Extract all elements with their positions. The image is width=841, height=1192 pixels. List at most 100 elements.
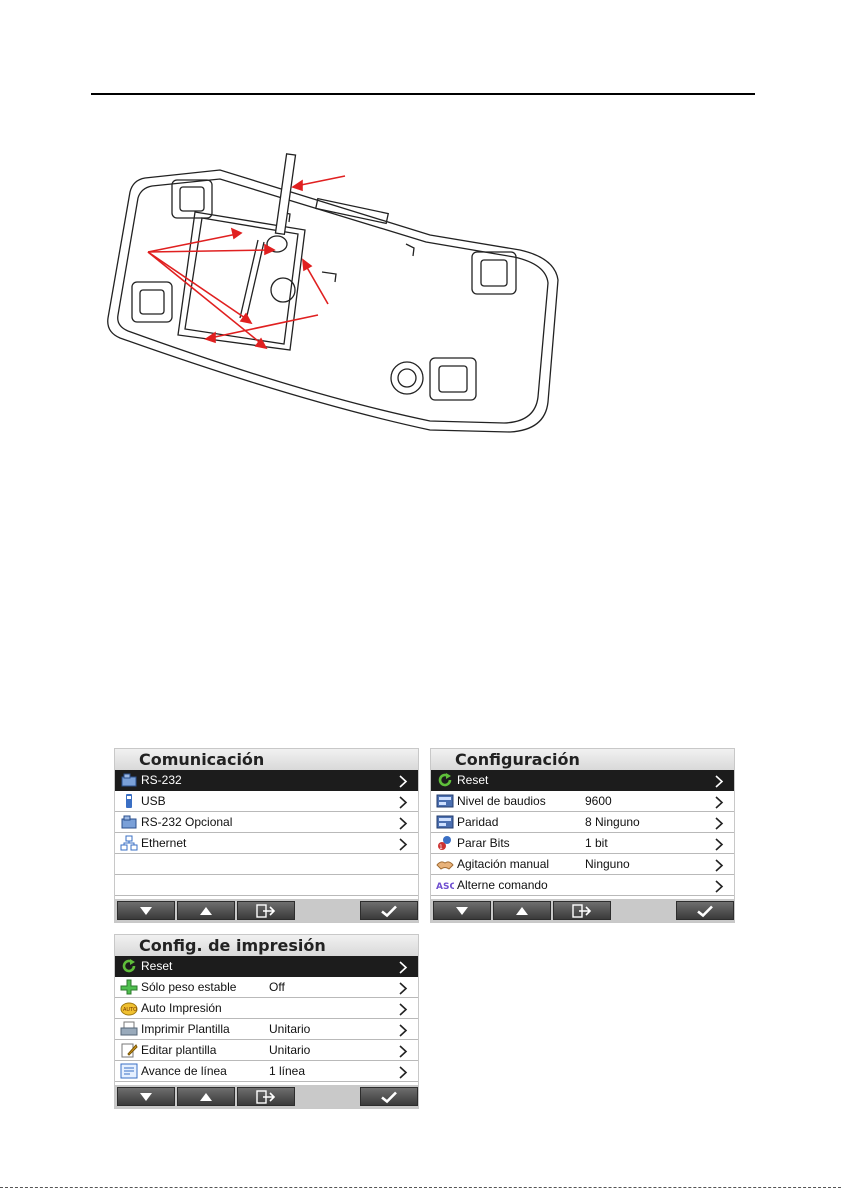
reset-icon: [436, 772, 454, 788]
rs232-optional-icon: [120, 814, 138, 830]
stop-bits-icon: 1: [436, 835, 454, 851]
page-edge-rule: [0, 1187, 841, 1188]
menu-row-label: Imprimir Plantilla: [141, 1022, 230, 1036]
ethernet-icon: [120, 835, 138, 851]
chevron-right-icon[interactable]: [398, 1065, 408, 1079]
menu-row-label: Ethernet: [141, 836, 187, 850]
header-rule: [91, 93, 755, 95]
exit-button[interactable]: [237, 1087, 295, 1106]
menu-row[interactable]: Paridad 8 Ninguno: [431, 812, 734, 833]
chevron-right-icon[interactable]: [398, 960, 408, 974]
arrow-up-button[interactable]: [177, 901, 235, 920]
print-template-icon: [120, 1021, 138, 1037]
chevron-right-icon[interactable]: [398, 795, 408, 809]
exit-icon: [572, 903, 592, 918]
menu-row-label: Alterne comando: [457, 878, 548, 892]
menu-row[interactable]: 1 Parar Bits 1 bit: [431, 833, 734, 854]
confirm-button[interactable]: [360, 901, 418, 920]
check-icon: [381, 1091, 397, 1103]
menu-row[interactable]: Agitación manual Ninguno: [431, 854, 734, 875]
menu-row-label: Agitación manual: [457, 857, 550, 871]
button-bar: [431, 899, 734, 922]
menu-row[interactable]: Ethernet: [115, 833, 418, 854]
menu-row[interactable]: Imprimir Plantilla Unitario: [115, 1019, 418, 1040]
menu-row[interactable]: USB: [115, 791, 418, 812]
check-icon: [697, 905, 713, 917]
reset-icon: [120, 958, 138, 974]
svg-text:1: 1: [439, 844, 443, 851]
svg-text:ASCII: ASCII: [436, 882, 454, 892]
stable-weight-icon: [120, 979, 138, 995]
menu-row-value: Ninguno: [585, 857, 630, 871]
chevron-right-icon[interactable]: [714, 879, 724, 893]
menu-row[interactable]: Reset: [431, 770, 734, 791]
menu-row-label: Sólo peso estable: [141, 980, 237, 994]
chevron-right-icon[interactable]: [714, 816, 724, 830]
arrow-down-button[interactable]: [117, 901, 175, 920]
arrow-down-icon: [140, 1092, 152, 1101]
chevron-right-icon[interactable]: [398, 816, 408, 830]
menu-row[interactable]: Avance de línea 1 línea: [115, 1061, 418, 1082]
menu-row-label: Parar Bits: [457, 836, 510, 850]
baud-icon: [436, 793, 454, 809]
chevron-right-icon[interactable]: [398, 837, 408, 851]
menu-row-label: Reset: [457, 773, 489, 787]
panel-title: Comunicación: [115, 749, 418, 770]
ascii-icon: ASCII: [436, 877, 463, 893]
menu-row-value: 1 línea: [269, 1064, 306, 1078]
menu-row-value: Unitario: [269, 1022, 311, 1036]
menu-row-value: 1 bit: [585, 836, 608, 850]
menu-row: [115, 875, 418, 896]
confirm-button[interactable]: [360, 1087, 418, 1106]
arrow-up-button[interactable]: [493, 901, 551, 920]
arrow-down-icon: [456, 906, 468, 915]
chevron-right-icon[interactable]: [398, 774, 408, 788]
menu-row-label: RS-232 Opcional: [141, 815, 233, 829]
chevron-right-icon[interactable]: [714, 774, 724, 788]
menu-row[interactable]: RS-232: [115, 770, 418, 791]
chevron-right-icon[interactable]: [398, 1002, 408, 1016]
chevron-right-icon[interactable]: [714, 837, 724, 851]
check-icon: [381, 905, 397, 917]
arrow-up-icon: [200, 1092, 212, 1101]
menu-row-label: Paridad: [457, 815, 499, 829]
exit-button[interactable]: [553, 901, 611, 920]
exit-icon: [256, 903, 276, 918]
auto-print-icon: AUTO: [120, 1000, 138, 1016]
menu-row-value: 9600: [585, 794, 612, 808]
chevron-right-icon[interactable]: [398, 1023, 408, 1037]
scale-base-diagram: [107, 153, 559, 433]
menu-row-label: USB: [141, 794, 166, 808]
menu-row-label: RS-232: [141, 773, 182, 787]
panel-title: Configuración: [431, 749, 734, 770]
arrow-down-button[interactable]: [433, 901, 491, 920]
chevron-right-icon[interactable]: [398, 981, 408, 995]
arrow-up-button[interactable]: [177, 1087, 235, 1106]
menu-row[interactable]: Sólo peso estable Off: [115, 977, 418, 998]
exit-button[interactable]: [237, 901, 295, 920]
menu-row-value: Off: [269, 980, 285, 994]
chevron-right-icon[interactable]: [714, 858, 724, 872]
confirm-button[interactable]: [676, 901, 734, 920]
button-bar: [115, 899, 418, 922]
arrow-down-icon: [140, 906, 152, 915]
menu-row-label: Editar plantilla: [141, 1043, 217, 1057]
menu-row[interactable]: ASCIIAlterne comando: [431, 875, 734, 896]
chevron-right-icon[interactable]: [714, 795, 724, 809]
menu-row[interactable]: Reset: [115, 956, 418, 977]
menu-row-value: 8 Ninguno: [585, 815, 640, 829]
edit-template-icon: [120, 1042, 138, 1058]
chevron-right-icon[interactable]: [398, 1044, 408, 1058]
menu-row-label: Avance de línea: [141, 1064, 227, 1078]
button-bar: [115, 1085, 418, 1108]
arrow-down-button[interactable]: [117, 1087, 175, 1106]
menu-row[interactable]: RS-232 Opcional: [115, 812, 418, 833]
menu-row-label: Reset: [141, 959, 173, 973]
svg-text:AUTO: AUTO: [123, 1007, 137, 1013]
